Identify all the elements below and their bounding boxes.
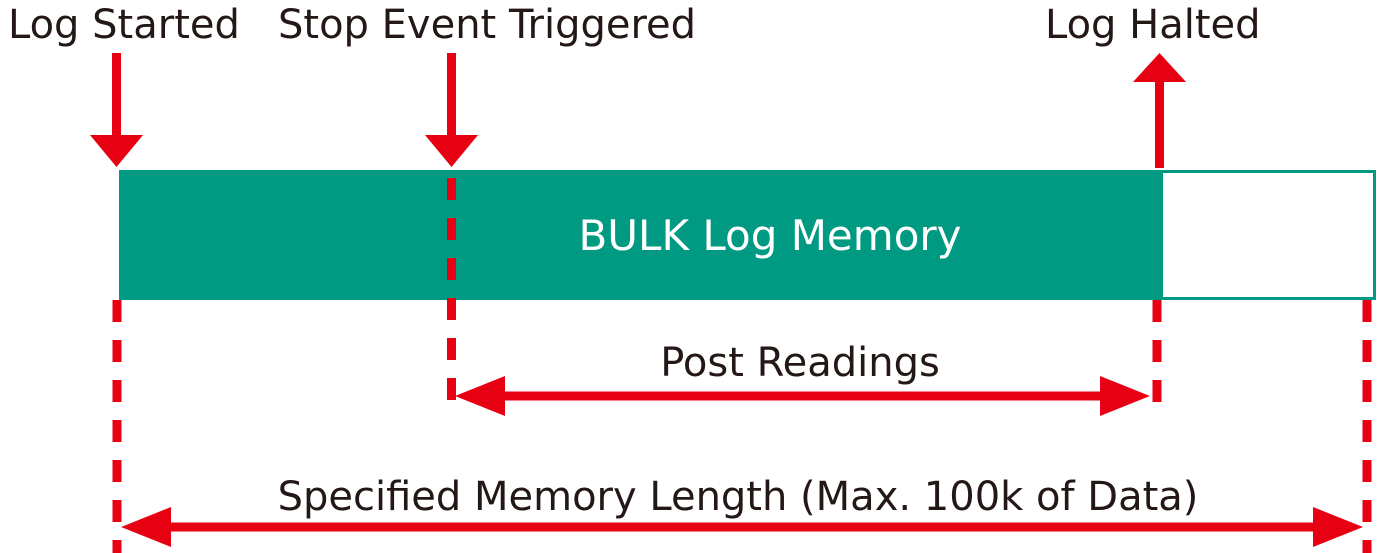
post-readings-span-arrow [455, 376, 1150, 416]
stop-event-arrow [425, 53, 478, 167]
bulk-memory-bar [119, 170, 1160, 300]
label-post-readings: Post Readings [660, 340, 940, 386]
specified-length-span-arrow [121, 507, 1363, 547]
label-stop-event: Stop Event Triggered [278, 2, 696, 48]
label-specified-memory-length: Specified Memory Length (Max. 100k of Da… [278, 474, 1199, 520]
label-log-halted: Log Halted [1045, 2, 1261, 48]
label-log-started: Log Started [8, 2, 240, 48]
bulk-memory-label: BULK Log Memory [578, 211, 961, 260]
log-halted-arrow [1133, 53, 1186, 168]
log-started-arrow [90, 53, 143, 167]
empty-memory-cell [1160, 170, 1376, 300]
